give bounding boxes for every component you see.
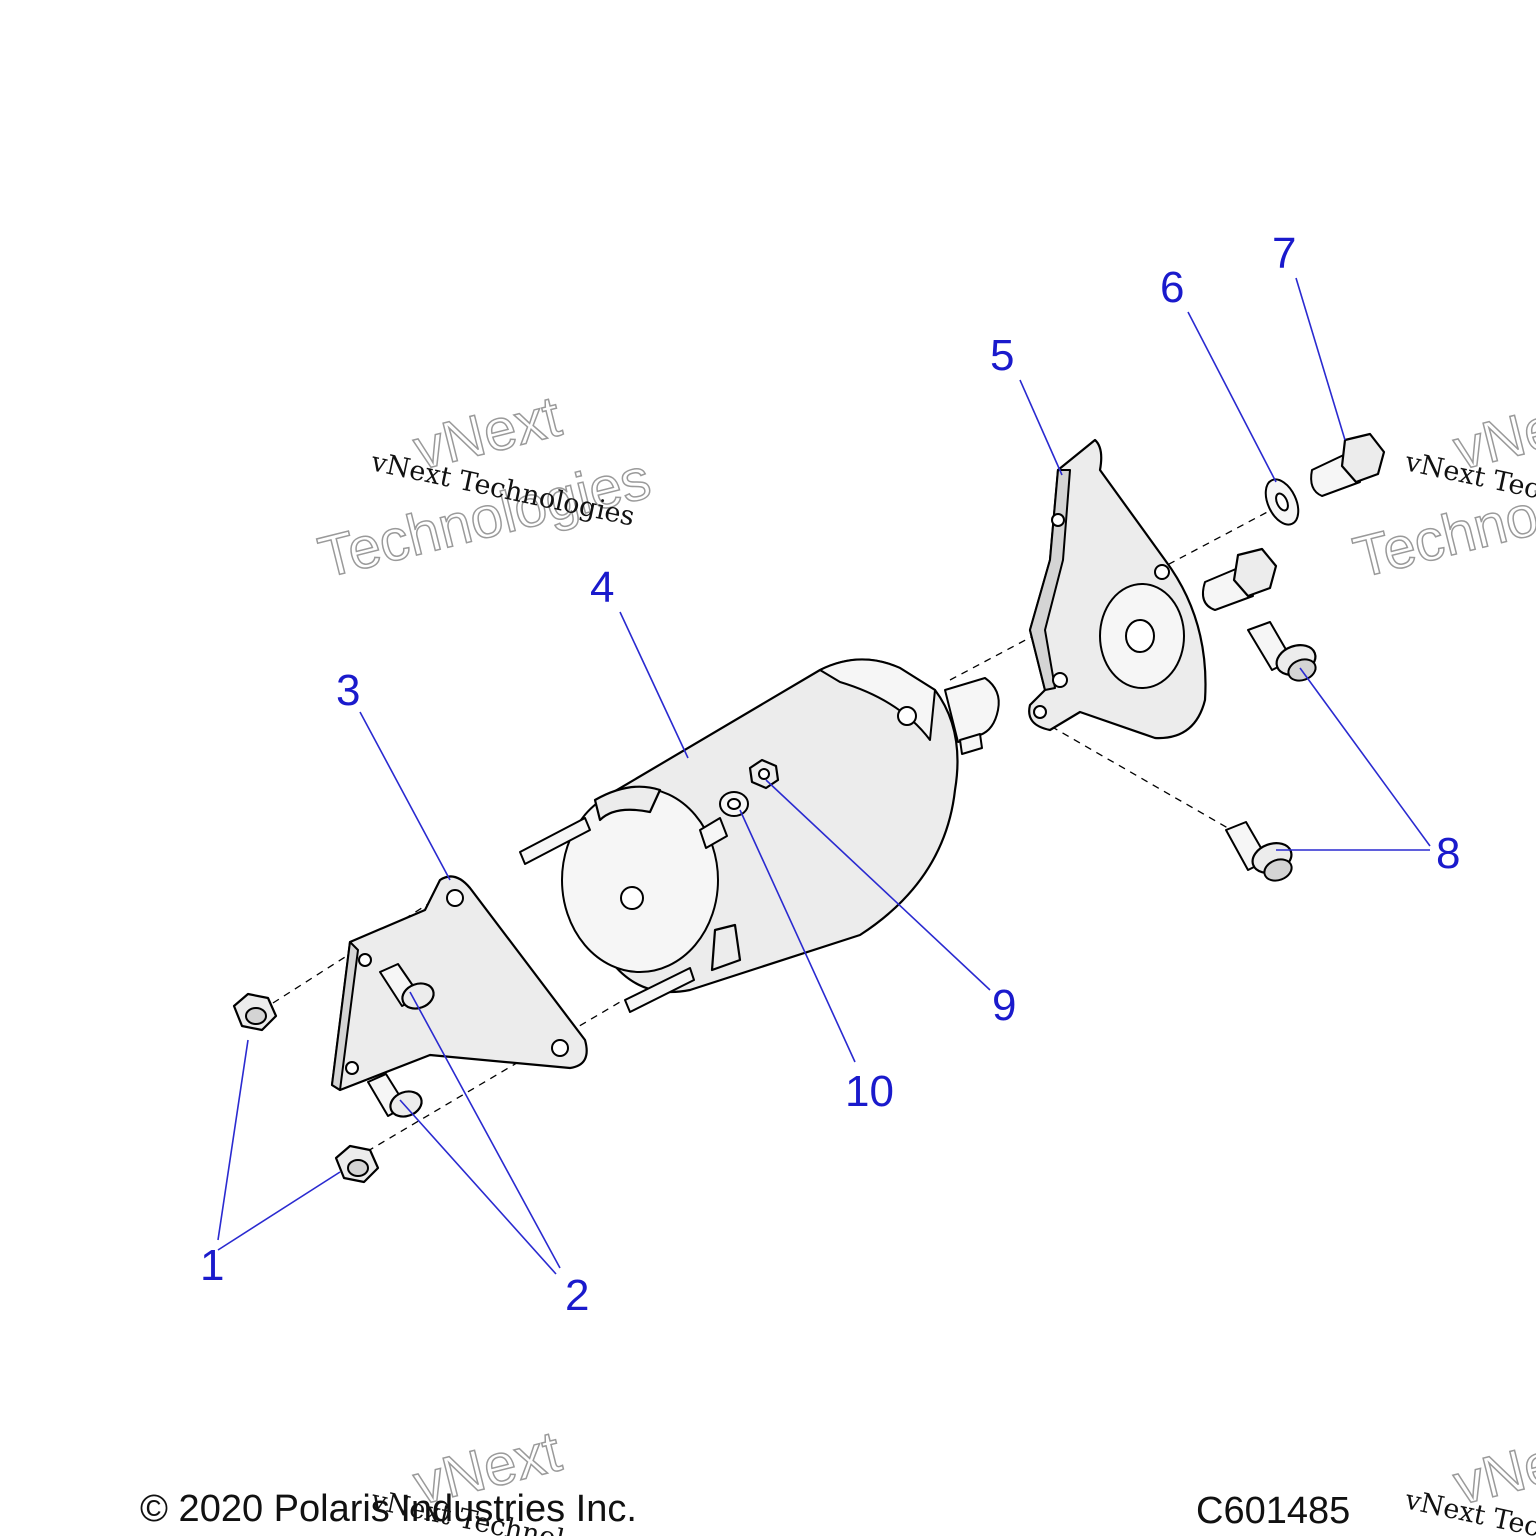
- callout-7: 7: [1272, 229, 1296, 278]
- flange-bolt-upper: [1247, 621, 1317, 682]
- watermark-upper-right: vNext Technologies vNext Technologies: [1347, 383, 1536, 591]
- callout-labels: 1 2 3 4 5 6 7 8 9 10: [200, 229, 1460, 1320]
- starter-motor: [519, 658, 1000, 1013]
- callout-1: 1: [200, 1241, 224, 1290]
- callout-10: 10: [845, 1067, 894, 1116]
- front-mounting-bracket: [1028, 438, 1207, 740]
- bracket-bolt-upper: [1310, 432, 1386, 497]
- flange-bolt-lower: [1225, 821, 1293, 882]
- leader-lines: [217, 277, 1431, 1275]
- copyright-notice: © 2020 Polaris Industries Inc.: [140, 1488, 637, 1530]
- bracket-bolt-middle: [1202, 547, 1278, 611]
- callout-9: 9: [992, 981, 1016, 1030]
- watermark-lower-right: vNext vNext Technologies: [1402, 1418, 1536, 1536]
- bracket-washer: [1264, 478, 1300, 526]
- rear-mounting-bracket: [330, 875, 588, 1092]
- callout-4: 4: [590, 563, 614, 612]
- terminal-washer: [719, 791, 749, 817]
- flange-nut-lower: [334, 1144, 380, 1184]
- assembly-lines: [261, 499, 1291, 1159]
- callout-5: 5: [990, 331, 1014, 380]
- watermark-upper-left: vNext Technologies vNext Technologies: [312, 383, 658, 591]
- bracket-bolt-left-lower: [367, 1073, 423, 1118]
- bracket-bolt-left-upper: [379, 963, 435, 1010]
- callout-2: 2: [565, 1271, 589, 1320]
- figure-id: C601485: [1196, 1490, 1351, 1532]
- callout-8: 8: [1436, 829, 1460, 878]
- terminal-nut: [748, 758, 780, 790]
- flange-nut-upper: [232, 992, 278, 1032]
- callout-3: 3: [336, 666, 360, 715]
- callout-6: 6: [1160, 263, 1184, 312]
